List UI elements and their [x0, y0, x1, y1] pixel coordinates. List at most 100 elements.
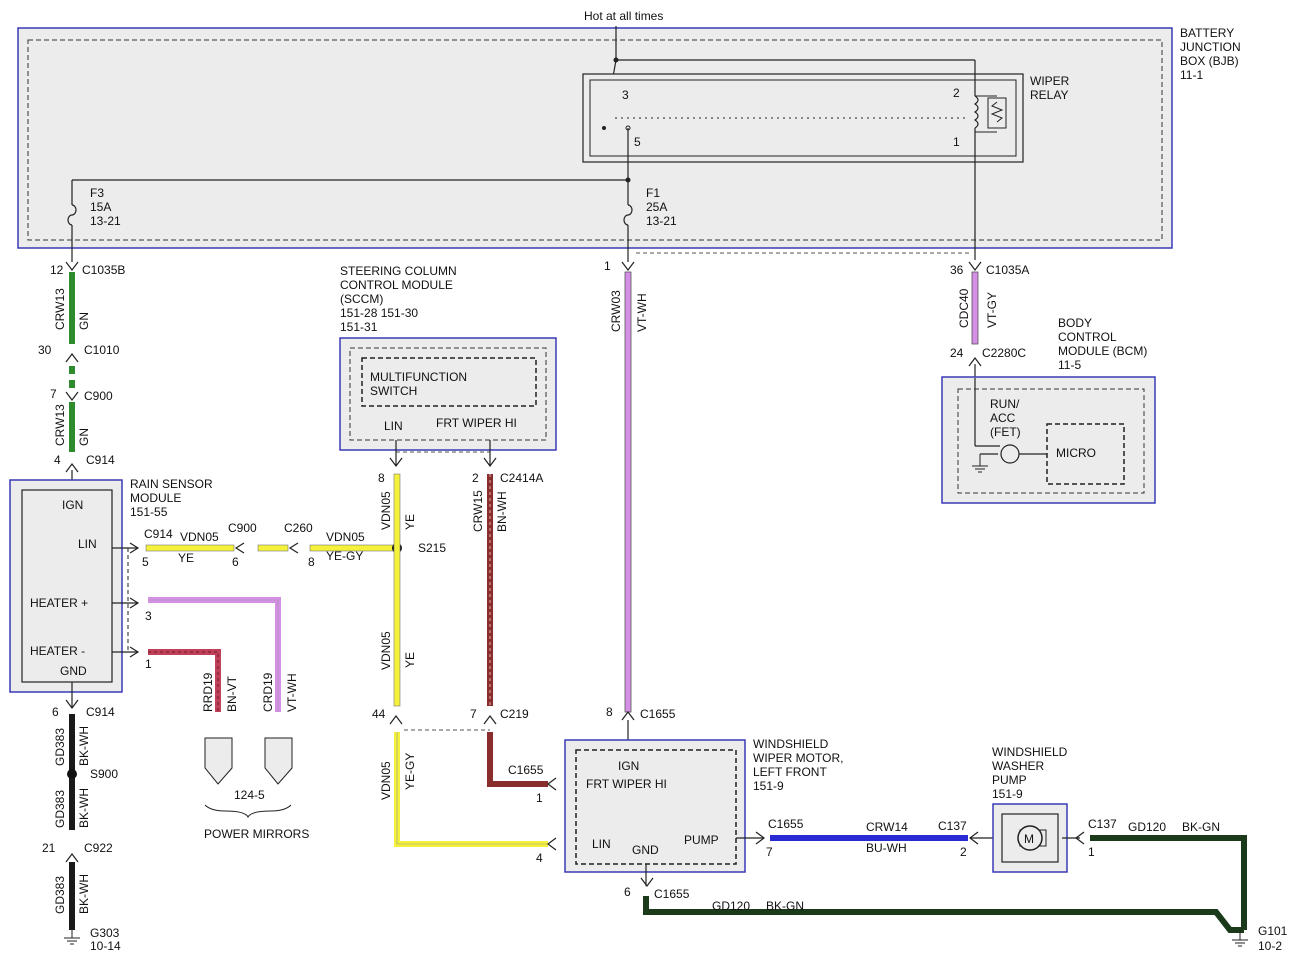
washer-pump: WINDSHIELD WASHER PUMP 151-9 M	[992, 745, 1068, 873]
sccm-vdn05-circuit-3: VDN05	[379, 761, 393, 800]
f1-wire-pin: 1	[604, 259, 611, 273]
c1035a-label: C1035A	[986, 263, 1029, 277]
frt-pin-2: 2	[472, 471, 479, 485]
bk-wh-color-3: BK-WH	[77, 874, 91, 914]
bu-wh-color: BU-WH	[866, 841, 907, 855]
wiper-relay-label-2: RELAY	[1030, 88, 1068, 102]
bcm-run-label-2: ACC	[990, 411, 1016, 425]
sccm-label-3: (SCCM)	[340, 292, 383, 306]
sccm-vdn05-circuit-1: VDN05	[379, 491, 393, 530]
s900-label: S900	[90, 767, 118, 781]
wiper-motor-label-1: WINDSHIELD	[753, 737, 829, 751]
c2280c-pin: 24	[950, 346, 964, 360]
s215-label: S215	[418, 541, 446, 555]
washer-pump-label-3: PUMP	[992, 773, 1027, 787]
lin-ye-gy-color: YE-GY	[326, 549, 363, 563]
c914-label: C914	[86, 453, 115, 467]
sccm-label-1: STEERING COLUMN	[340, 264, 457, 278]
c219-label: C219	[500, 707, 529, 721]
motor-lin-label: LIN	[592, 837, 611, 851]
power-mirrors-ref: 124-5	[234, 788, 265, 802]
bk-wh-color-1: BK-WH	[77, 726, 91, 766]
rain-gnd-pin-6: 6	[52, 705, 59, 719]
gd383-circuit-3: GD383	[53, 876, 67, 914]
relay-pin-5: 5	[634, 135, 641, 149]
heater-pin-3: 3	[145, 609, 152, 623]
pump-motor-m: M	[1024, 832, 1034, 846]
f1-amp: 25A	[646, 200, 667, 214]
c1035b-pin: 12	[50, 263, 64, 277]
rain-gnd-label: GND	[60, 664, 87, 678]
g101-label: G101	[1258, 924, 1288, 938]
c900-pin: 7	[50, 387, 57, 401]
crw03-wire: 1 CRW03 VT-WH 8 C1655	[604, 259, 676, 748]
g303-ref: 10-14	[90, 939, 121, 953]
vt-gy-color: VT-GY	[985, 292, 999, 328]
bjb-label-1: BATTERY	[1180, 26, 1234, 40]
f1-label: F1	[646, 186, 660, 200]
sccm-frt-wiper-hi-label: FRT WIPER HI	[436, 416, 517, 430]
lin-c900-label: C900	[228, 521, 257, 535]
ground-c137-label: C137	[1088, 817, 1117, 831]
f3-amp: 15A	[90, 200, 111, 214]
lin-vdn05-circuit-1: VDN05	[180, 530, 219, 544]
cdc40-circuit: CDC40	[957, 288, 971, 328]
c1035a-pin: 36	[950, 263, 964, 277]
sccm-ref-2: 151-31	[340, 320, 378, 334]
motor-gnd-label: GND	[632, 843, 659, 857]
f3-ref: 13-21	[90, 214, 121, 228]
sccm-ref-1: 151-28 151-30	[340, 306, 418, 320]
gd120-circuit-2: GD120	[712, 899, 750, 913]
relay-pin-2: 2	[953, 86, 960, 100]
frt-c1655-label: C1655	[508, 763, 544, 777]
rain-lin-label: LIN	[78, 537, 97, 551]
c922-label: C922	[84, 841, 113, 855]
bk-gn-color-1: BK-GN	[1182, 820, 1220, 834]
lin-c260-label: C260	[284, 521, 313, 535]
sccm-lin-wire: 8 VDN05 YE VDN05 YE 44 VDN05 YE-GY	[372, 440, 557, 851]
body-control-module: BODY CONTROL MODULE (BCM) 11-5 RUN/ ACC …	[941, 316, 1156, 504]
crw14-wire: C1655 7 CRW14 BU-WH C137 2	[736, 817, 996, 859]
multifunction-switch-label-1: MULTIFUNCTION	[370, 370, 467, 384]
rain-sensor-ref: 151-55	[130, 505, 168, 519]
f1-ref: 13-21	[646, 214, 677, 228]
c1655-pin-8: 8	[606, 705, 613, 719]
rain-sensor-label-2: MODULE	[130, 491, 181, 505]
c1655-label-ign: C1655	[640, 707, 676, 721]
c1035b-label: C1035B	[82, 263, 125, 277]
motor-ign-label: IGN	[618, 759, 639, 773]
heater-pin-1: 1	[145, 657, 152, 671]
crw15-circuit: CRW15	[471, 490, 485, 532]
sccm: STEERING COLUMN CONTROL MODULE (SCCM) 15…	[339, 264, 557, 451]
gd383-circuit-1: GD383	[53, 728, 67, 766]
bcm-run-label-1: RUN/	[990, 397, 1020, 411]
rain-heater-minus-label: HEATER -	[30, 644, 85, 658]
bjb-ref: 11-1	[1180, 68, 1203, 82]
wiper-motor: WINDSHIELD WIPER MOTOR, LEFT FRONT 151-9…	[564, 737, 843, 873]
heater-wires: 3 1 RRD19 BN-VT CRD19 VT-WH 124-5 POWER …	[112, 597, 309, 841]
crw13-circuit-2: CRW13	[53, 404, 67, 446]
rain-sensor-module: RAIN SENSOR MODULE 151-55 IGN LIN HEATER…	[9, 477, 213, 693]
bk-gn-color-2: BK-GN	[766, 899, 804, 913]
c922-pin: 21	[42, 841, 56, 855]
f3-label: F3	[90, 186, 104, 200]
bcm-label-3: MODULE (BCM)	[1058, 344, 1147, 358]
motor-pump-label: PUMP	[684, 833, 719, 847]
sccm-ye-gy-color: YE-GY	[403, 753, 417, 790]
wiper-motor-label-3: LEFT FRONT	[753, 765, 827, 779]
c914-pin: 4	[54, 453, 61, 467]
lin-pin-4: 4	[536, 851, 543, 865]
vdn05-lin-wire: C914 VDN05 C900 C260 VDN05 5 YE 6 8 YE-G…	[112, 521, 446, 569]
pump-pin-7: 7	[766, 845, 773, 859]
sccm-ye-color-1: YE	[403, 514, 417, 530]
crd19-circuit: CRD19	[261, 672, 275, 712]
sccm-lin-label: LIN	[384, 419, 403, 433]
pump-c1655-label: C1655	[768, 817, 804, 831]
washer-pump-ref: 151-9	[992, 787, 1023, 801]
gd120-circuit-1: GD120	[1128, 820, 1166, 834]
c900-label: C900	[84, 389, 113, 403]
c1010-pin: 30	[38, 343, 52, 357]
bjb-label-3: BOX (BJB)	[1180, 54, 1239, 68]
bn-vt-color: BN-VT	[225, 675, 239, 712]
ground-pin-6: 6	[624, 885, 631, 899]
